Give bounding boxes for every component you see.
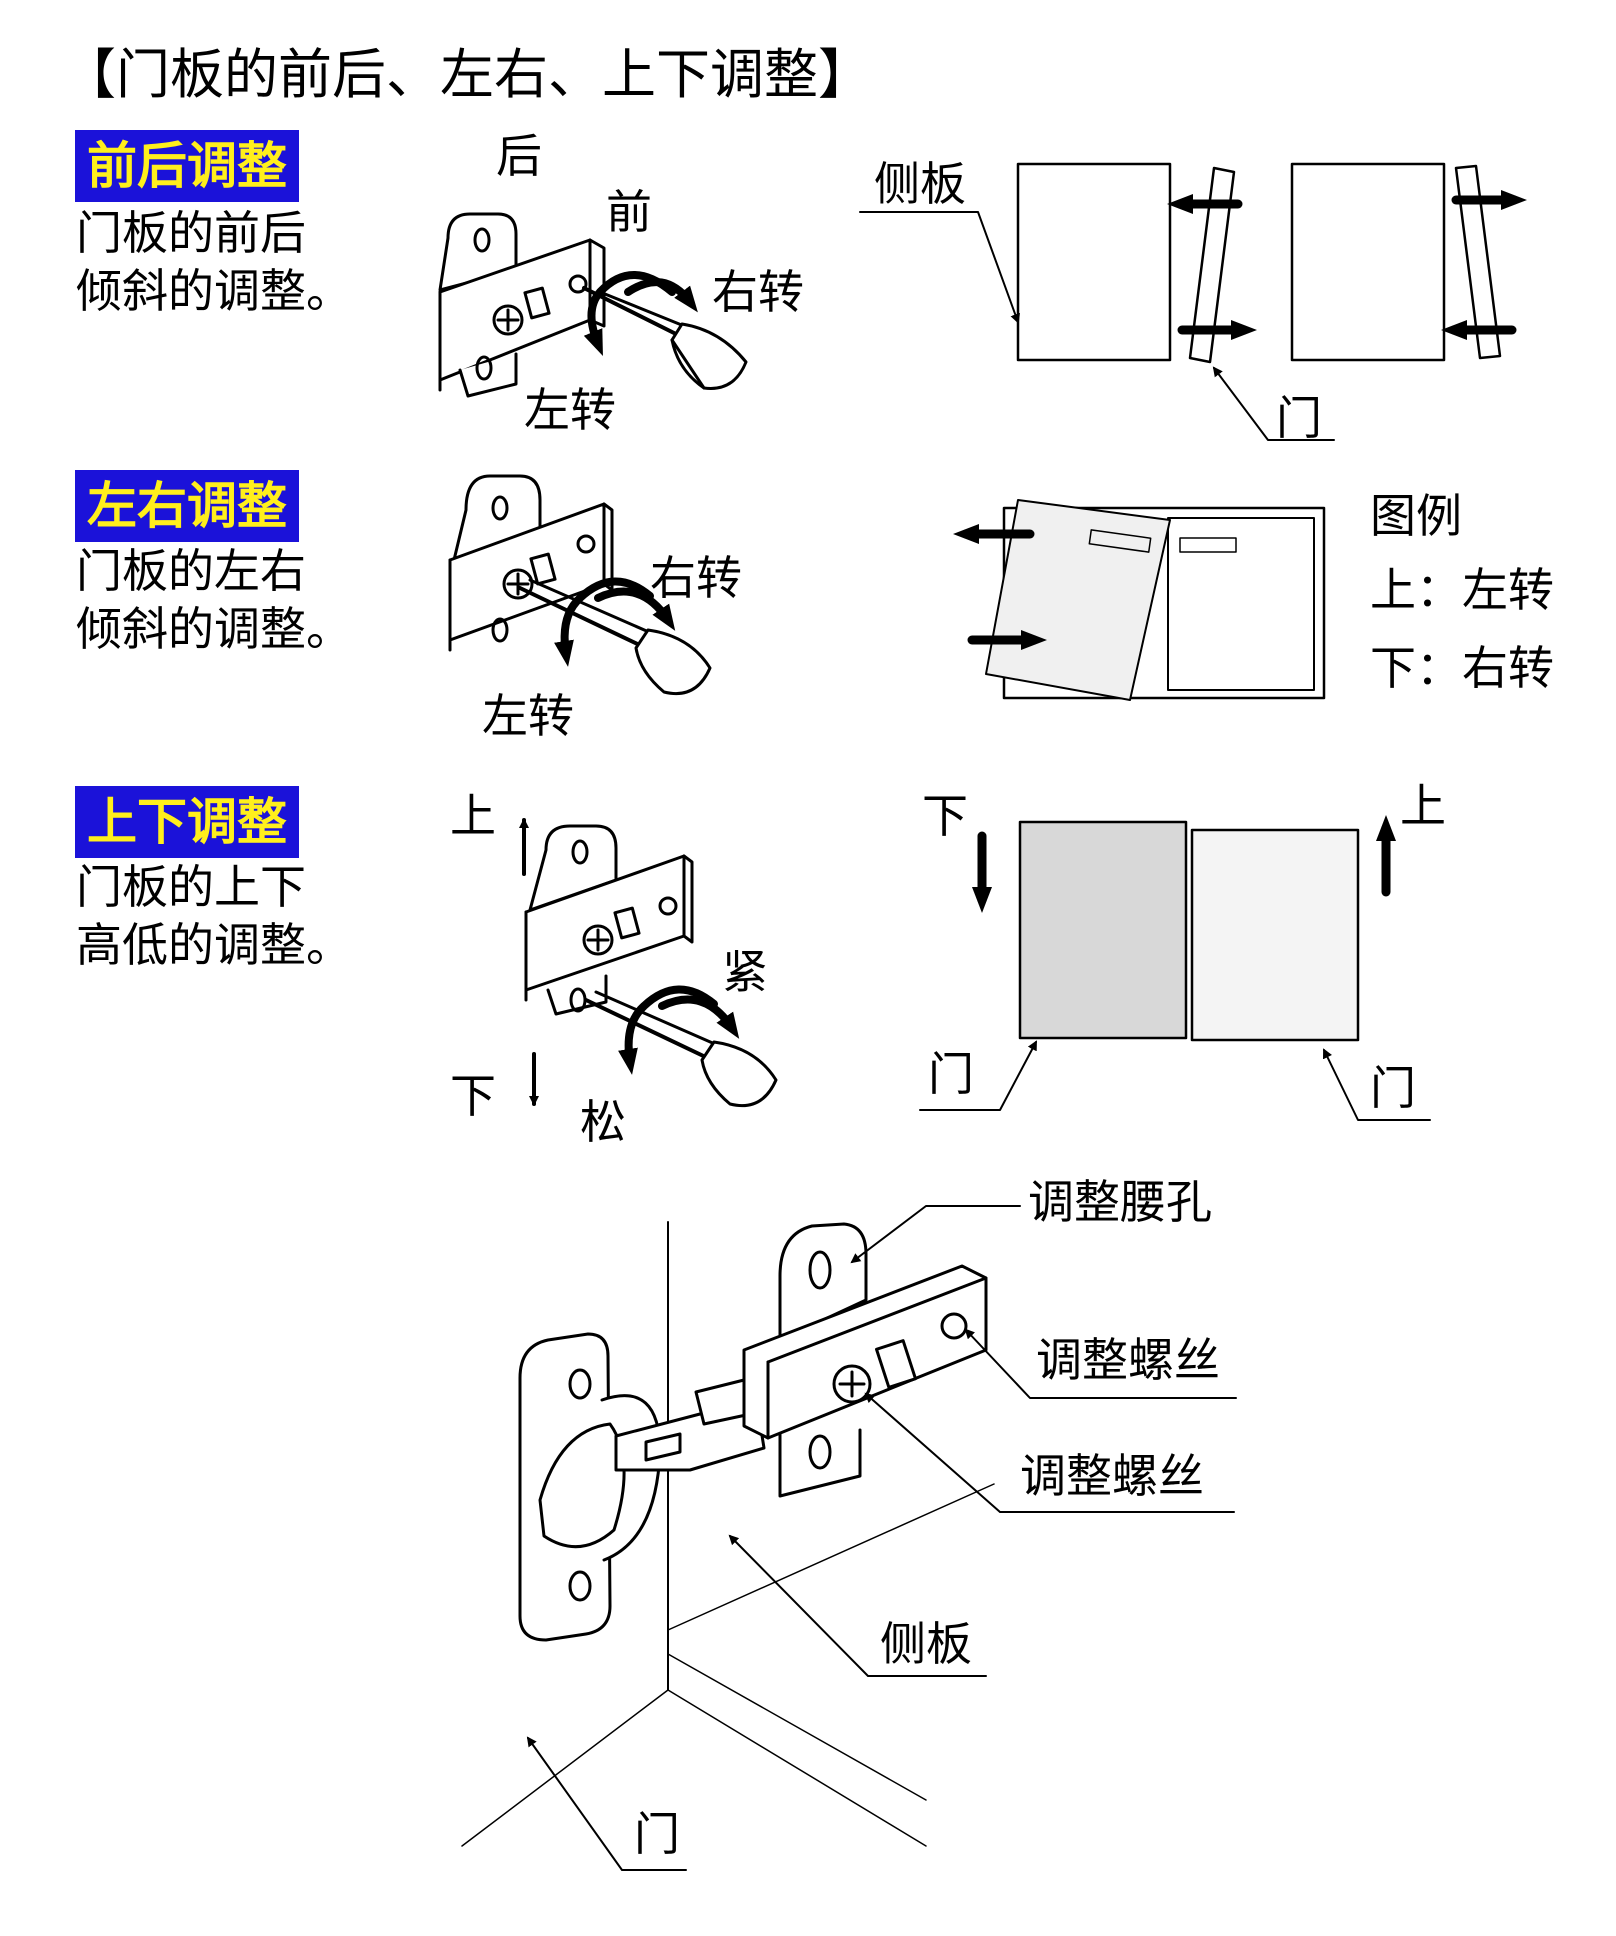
badge-front-back: 前后调整 [75, 130, 299, 202]
page-title: 【门板的前后、左右、上下调整】 [62, 43, 872, 106]
legend-down: 下：右转 [1370, 641, 1554, 695]
door-grey-rect [1018, 820, 1188, 1040]
label-adjust-screw-2: 调整螺丝 [1020, 1449, 1204, 1503]
badge-up-down: 上下调整 [75, 786, 299, 858]
legend-up: 上：左转 [1370, 563, 1554, 617]
label-adjust-screw-1: 调整螺丝 [1036, 1333, 1220, 1387]
hinge-front-back [438, 212, 748, 398]
desc-up-down-2: 高低的调整。 [76, 918, 352, 972]
label-door-2: 门 [634, 1807, 680, 1861]
label-left-turn-2: 左转 [482, 689, 574, 743]
hinge-large [461, 1205, 1237, 1871]
tilt-diagram-front-back [859, 162, 1527, 441]
label-front: 前 [606, 185, 652, 239]
desc-up-down-1: 门板的上下 [76, 860, 306, 914]
label-door-left: 门 [928, 1047, 974, 1101]
label-door-right: 门 [1370, 1061, 1416, 1115]
label-door-1: 门 [1276, 391, 1322, 445]
label-adjust-slot: 调整腰孔 [1028, 1175, 1212, 1229]
badge-left-right: 左右调整 [75, 470, 299, 542]
label-tight: 紧 [722, 945, 768, 999]
legend-title: 图例 [1370, 489, 1462, 543]
desc-left-right-2: 倾斜的调整。 [76, 602, 352, 656]
door-diagram-up-down [919, 815, 1431, 1121]
hinge-left-right [448, 474, 712, 695]
desc-front-back-2: 倾斜的调整。 [76, 264, 352, 318]
label-up-2: 上 [1400, 779, 1446, 833]
label-back: 后 [496, 129, 542, 183]
label-right-turn-2: 右转 [650, 551, 742, 605]
label-down: 下 [450, 1069, 496, 1123]
desc-left-right-1: 门板的左右 [76, 544, 306, 598]
door-diagram-left-right [953, 499, 1326, 701]
hinge-up-down [519, 818, 778, 1107]
label-loose: 松 [580, 1095, 626, 1149]
desc-front-back-1: 门板的前后 [76, 206, 306, 260]
label-side-panel-2: 侧板 [880, 1617, 972, 1671]
label-down-2: 下 [922, 789, 968, 843]
label-side-panel-1: 侧板 [874, 157, 966, 211]
label-right-turn-1: 右转 [712, 265, 804, 319]
label-up: 上 [450, 789, 496, 843]
label-left-turn-1: 左转 [524, 383, 616, 437]
